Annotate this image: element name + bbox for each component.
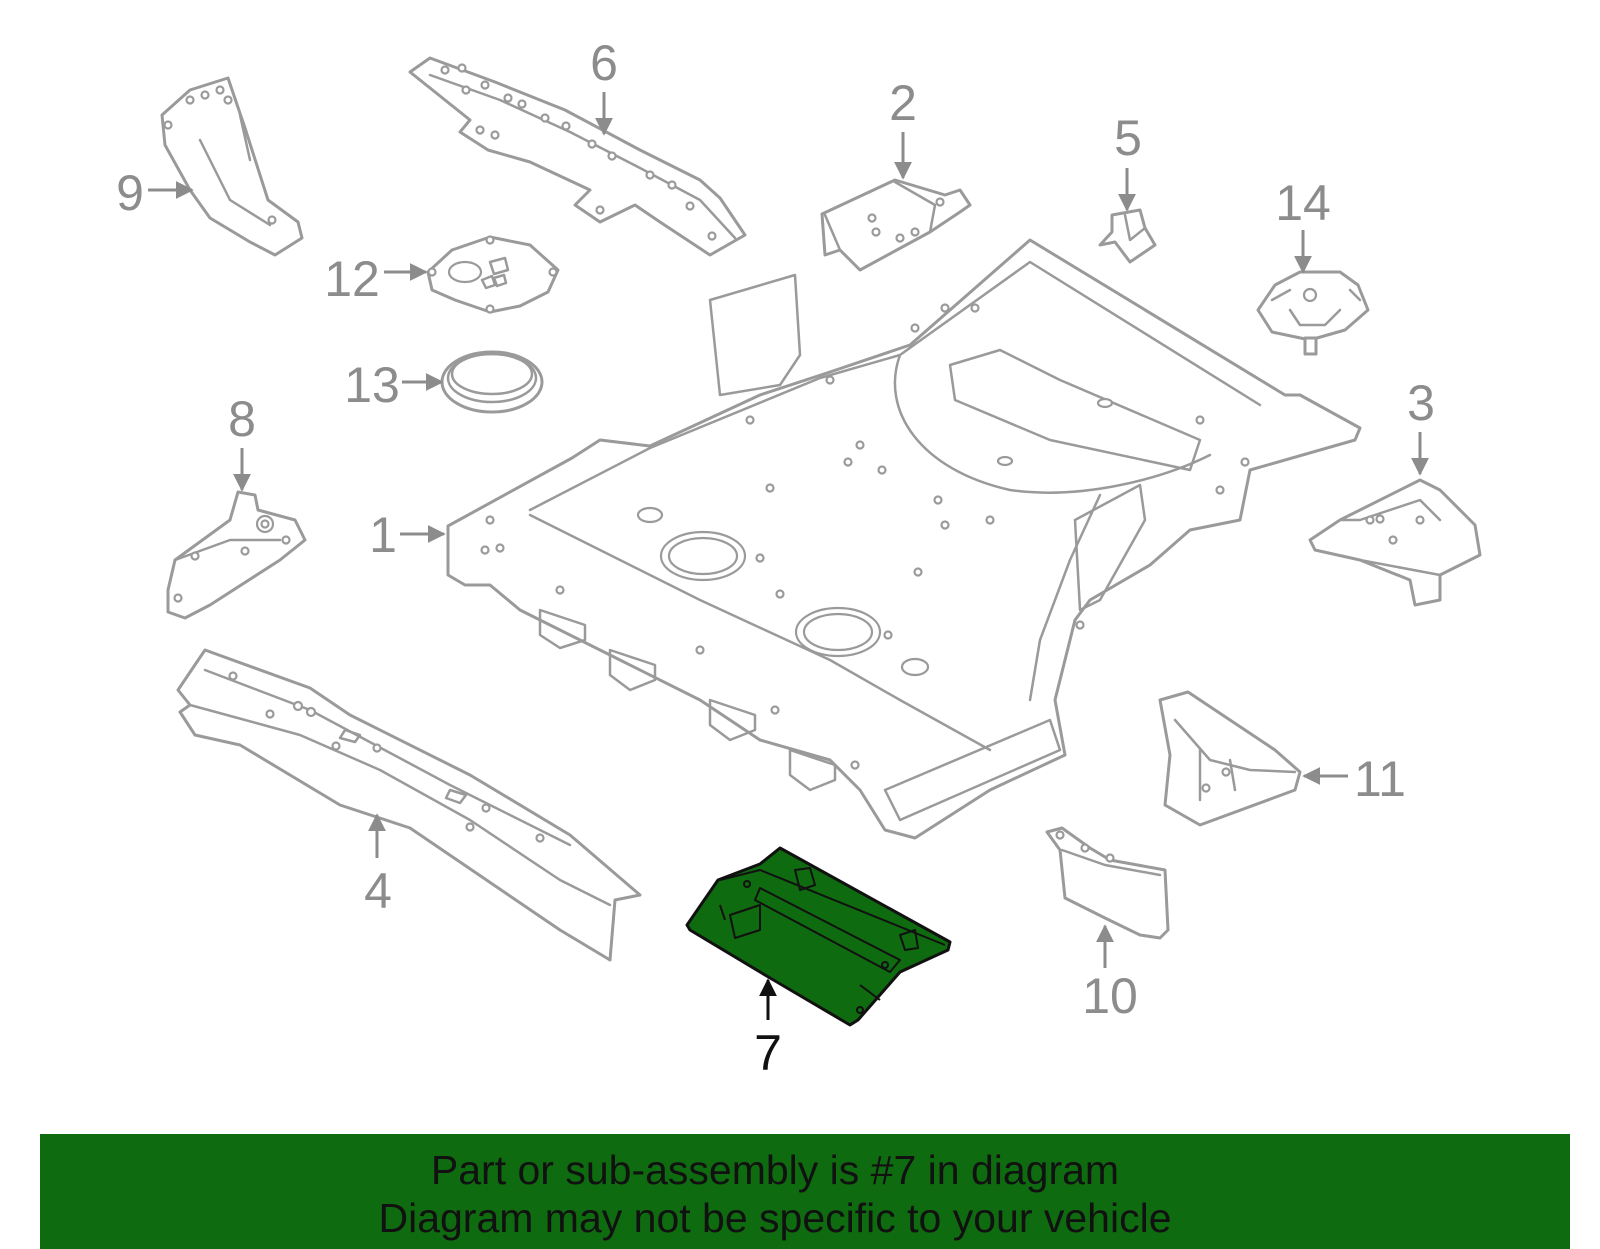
callout-9: 9 <box>116 165 144 221</box>
callout-5: 5 <box>1114 110 1142 166</box>
part-5-clip[interactable] <box>1098 208 1157 264</box>
part-8-bracket[interactable] <box>166 490 307 620</box>
part-10-bracket[interactable] <box>1045 826 1170 940</box>
part-11-bracket[interactable] <box>1158 690 1302 827</box>
part-13-ring[interactable] <box>440 350 544 414</box>
part-6-rail[interactable] <box>408 56 747 257</box>
callout-11: 11 <box>1354 751 1406 807</box>
part-2-bracket[interactable] <box>820 178 972 272</box>
banner-line-2: Diagram may not be specific to your vehi… <box>378 1195 1172 1241</box>
callout-10: 10 <box>1082 968 1138 1024</box>
callout-1: 1 <box>369 507 397 563</box>
callout-4: 4 <box>364 863 392 919</box>
callout-12: 12 <box>324 251 380 307</box>
part-9-bracket[interactable] <box>160 76 304 257</box>
banner-line-1: Part or sub-assembly is #7 in diagram <box>430 1147 1120 1193</box>
part-14-mount[interactable] <box>1256 270 1370 356</box>
callout-2: 2 <box>889 75 917 131</box>
callout-13: 13 <box>344 357 400 413</box>
callout-6: 6 <box>590 35 618 91</box>
part-1-rear-floor-pan[interactable] <box>446 238 1362 840</box>
callout-3: 3 <box>1407 375 1435 431</box>
callout-leaders <box>148 92 1429 1020</box>
part-3-bracket[interactable] <box>1308 478 1482 607</box>
part-12-plate[interactable] <box>426 235 560 314</box>
part-4-cross-member[interactable] <box>176 648 642 962</box>
callout-8: 8 <box>228 391 256 447</box>
callout-7: 7 <box>754 1025 782 1081</box>
part-7-panel-highlighted[interactable] <box>685 846 952 1027</box>
callout-14: 14 <box>1275 175 1331 231</box>
part-7-fill <box>685 846 952 1027</box>
info-banner: Part or sub-assembly is #7 in diagram Di… <box>40 1134 1570 1249</box>
callout-labels: 1 2 3 4 5 6 7 8 9 10 11 12 13 14 <box>116 35 1435 1081</box>
